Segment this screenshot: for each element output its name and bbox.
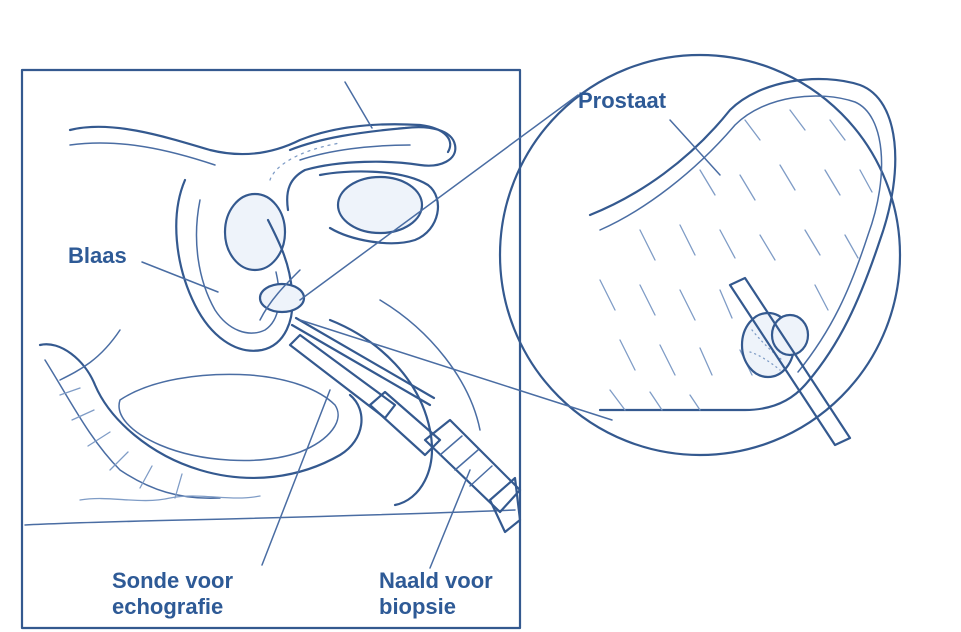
label-needle-line2: biopsie <box>379 594 493 620</box>
biopsy-needle <box>292 318 434 405</box>
label-prostate: Prostaat <box>578 88 666 114</box>
wavy-bottom <box>80 496 260 501</box>
panel-frame <box>22 70 520 628</box>
body-outline-top-inner <box>70 143 215 165</box>
prostate-texture <box>600 110 872 410</box>
testis-oval <box>338 177 422 233</box>
label-prostate-text: Prostaat <box>578 88 666 113</box>
label-probe-line2: echografie <box>112 594 233 620</box>
probe-handle-2 <box>425 420 520 512</box>
urethra-tube-inner <box>300 145 410 160</box>
label-bladder-text: Blaas <box>68 243 127 268</box>
pubic-bone <box>225 194 285 270</box>
tumor-nodule-2 <box>772 315 808 355</box>
label-needle: Naald voor biopsie <box>379 568 493 620</box>
colon-segment-ticks <box>60 388 182 498</box>
label-probe-line1: Sonde voor <box>112 568 233 594</box>
label-bladder: Blaas <box>68 243 127 269</box>
leader-top <box>345 82 372 128</box>
magnifier-circle <box>500 55 900 455</box>
skin-bottom <box>25 510 515 525</box>
label-needle-line1: Naald voor <box>379 568 493 594</box>
prostate-large-outline <box>590 79 895 410</box>
sacrum-line <box>60 330 120 380</box>
leader-needle <box>430 470 470 568</box>
label-probe: Sonde voor echografie <box>112 568 233 620</box>
